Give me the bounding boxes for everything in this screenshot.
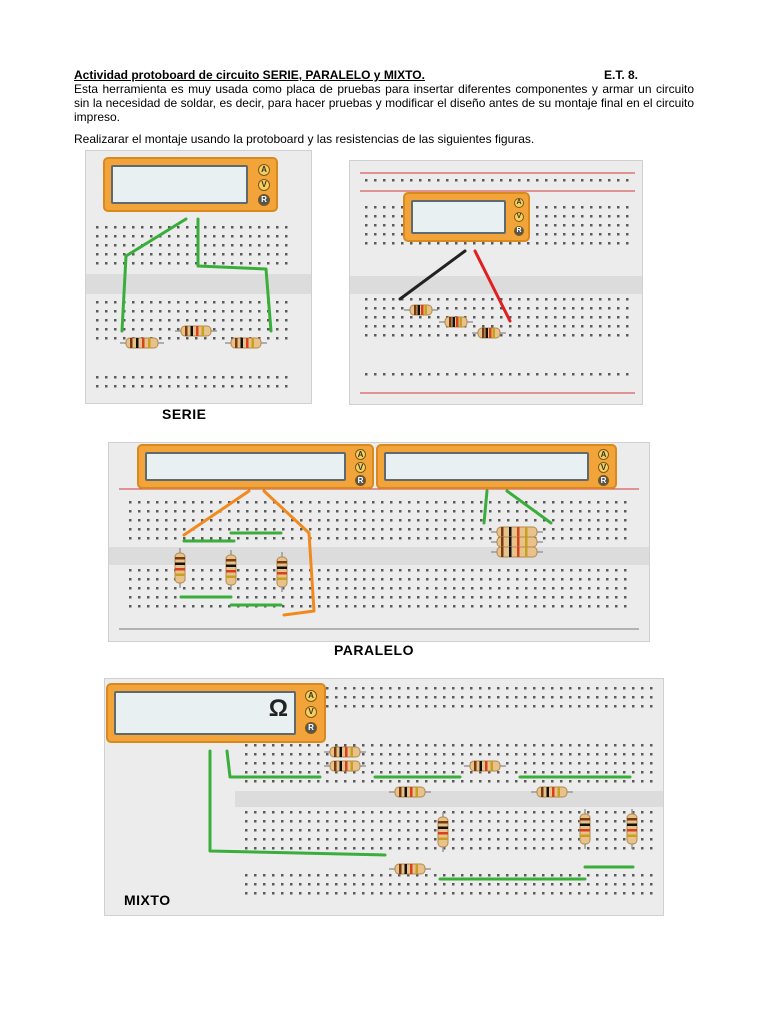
resistor-2	[225, 550, 237, 590]
wire-green-5	[482, 489, 489, 525]
meter-button-v[interactable]: V	[258, 179, 270, 191]
center-channel	[86, 274, 311, 294]
wire-red	[473, 249, 512, 323]
resistor-2	[175, 325, 217, 337]
resistor-5	[491, 536, 543, 548]
meter-button-v[interactable]: V	[355, 462, 366, 473]
resistor-2	[439, 316, 473, 328]
serie-right-drawing	[350, 172, 642, 394]
resistor-3	[464, 760, 506, 772]
serie-left-drawing	[86, 217, 311, 388]
meter-button-a[interactable]: A	[355, 449, 366, 460]
hole-group	[245, 744, 653, 783]
meter-screen	[411, 200, 506, 234]
resistor-4	[491, 526, 543, 538]
hole-group	[96, 376, 288, 388]
hole-group	[365, 373, 629, 376]
resistor-1	[174, 548, 186, 588]
hole-group	[245, 874, 653, 895]
center-channel	[109, 547, 649, 565]
multimeter-paralelo-right: A V R	[376, 444, 617, 489]
resistor-3	[472, 327, 506, 339]
resistor-1	[120, 337, 164, 349]
meter-button-r[interactable]: R	[305, 722, 317, 734]
title-text: Actividad protoboard de circuito SERIE, …	[74, 68, 425, 82]
meter-screen	[111, 165, 248, 204]
paralelo-drawing	[109, 488, 649, 630]
mixto-drawing	[208, 687, 663, 895]
meter-button-a[interactable]: A	[258, 164, 270, 176]
wire-black	[398, 249, 467, 301]
document-title: Actividad protoboard de circuito SERIE, …	[74, 68, 694, 82]
resistor-2	[324, 760, 366, 772]
hole-group	[365, 179, 629, 182]
wire-green-6	[505, 489, 553, 525]
meter-button-r[interactable]: R	[598, 475, 609, 486]
meter-button-r[interactable]: R	[514, 226, 524, 236]
multimeter-serie-left: A V R	[103, 157, 278, 212]
serie-caption: SERIE	[162, 406, 207, 422]
resistor-1	[324, 746, 366, 758]
wire-green-top	[225, 749, 322, 779]
hole-group	[96, 226, 288, 265]
paralelo-caption: PARALELO	[334, 642, 414, 658]
meter-button-v[interactable]: V	[514, 212, 524, 222]
resistor-6	[437, 812, 449, 852]
resistor-6	[491, 546, 543, 558]
meter-button-a[interactable]: A	[598, 449, 609, 460]
wire-orange-right	[262, 489, 316, 617]
wire-green-left	[120, 217, 188, 333]
instruction-paragraph: Realizarar el montaje usando la protoboa…	[74, 132, 535, 146]
meter-button-a[interactable]: A	[514, 198, 524, 208]
resistor-3	[225, 337, 267, 349]
multimeter-mixto: Ω A V R	[106, 683, 326, 743]
school-label: E.T. 8.	[604, 68, 639, 82]
center-channel	[235, 791, 663, 807]
hole-group	[245, 811, 653, 850]
wire-green-right	[196, 217, 273, 333]
resistor-7	[579, 809, 591, 849]
meter-screen	[384, 452, 589, 481]
resistor-4	[389, 786, 431, 798]
resistor-1	[404, 304, 438, 316]
meter-button-a[interactable]: A	[305, 690, 317, 702]
intro-paragraph: Esta herramienta es muy usada como placa…	[74, 82, 694, 124]
meter-button-v[interactable]: V	[305, 706, 317, 718]
resistor-3	[276, 552, 288, 592]
resistor-9	[389, 863, 431, 875]
hole-group	[129, 569, 627, 608]
meter-button-r[interactable]: R	[258, 194, 270, 206]
wire-green-long	[208, 749, 387, 857]
multimeter-paralelo-left: A V R	[137, 444, 374, 489]
meter-button-r[interactable]: R	[355, 475, 366, 486]
meter-button-v[interactable]: V	[598, 462, 609, 473]
multimeter-serie-right: A V R	[403, 192, 530, 242]
meter-screen	[114, 691, 296, 735]
resistor-5	[531, 786, 573, 798]
resistor-8	[626, 809, 638, 849]
wire-orange-left	[182, 489, 251, 537]
mixto-caption: MIXTO	[124, 892, 171, 908]
meter-screen	[145, 452, 346, 481]
ohm-symbol: Ω	[268, 695, 288, 722]
